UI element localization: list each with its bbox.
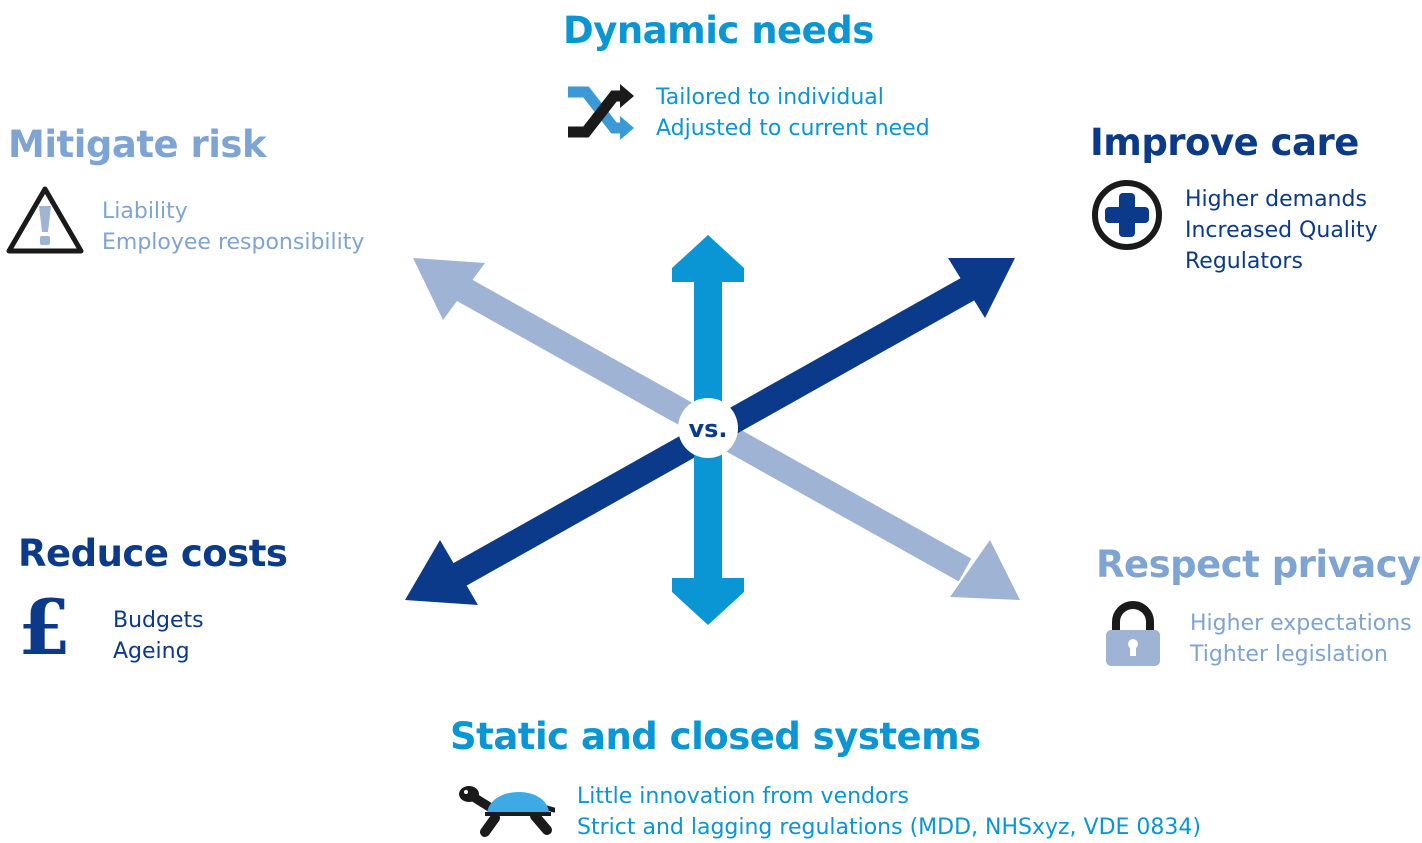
dynamic-needs-lines: Tailored to individual Adjusted to curre… — [656, 82, 930, 144]
dynamic-needs-line-1: Tailored to individual — [656, 85, 884, 110]
respect-privacy-lines: Higher expectations Tighter legislation — [1190, 608, 1412, 670]
improve-care-line-3: Regulators — [1185, 249, 1303, 274]
improve-care-title: Improve care — [1090, 121, 1359, 164]
dynamic-needs-line-2: Adjusted to current need — [656, 116, 930, 141]
turtle-icon — [459, 786, 555, 837]
respect-privacy-title: Respect privacy — [1096, 543, 1421, 586]
pound-sign-icon: £ — [18, 583, 71, 672]
mitigate-risk-line-1: Liability — [102, 199, 188, 224]
center-badge — [678, 398, 738, 458]
static-systems-lines: Little innovation from vendors Strict an… — [577, 781, 1201, 843]
reduce-costs-lines: Budgets Ageing — [113, 605, 204, 667]
static-systems-line-1: Little innovation from vendors — [577, 784, 909, 809]
improve-care-line-1: Higher demands — [1185, 187, 1367, 212]
center-label: vs. — [688, 415, 727, 443]
reduce-costs-line-1: Budgets — [113, 608, 204, 633]
respect-privacy-line-2: Tighter legislation — [1190, 642, 1388, 667]
medical-cross-icon — [1092, 180, 1162, 250]
respect-privacy-line-1: Higher expectations — [1190, 611, 1412, 636]
mitigate-risk-title: Mitigate risk — [8, 123, 267, 166]
mitigate-risk-lines: Liability Employee responsibility — [102, 196, 364, 258]
warning-triangle-icon — [6, 186, 84, 254]
padlock-icon — [1106, 601, 1160, 666]
static-systems-line-2: Strict and lagging regulations (MDD, NHS… — [577, 815, 1202, 840]
dynamic-needs-title: Dynamic needs — [563, 9, 874, 52]
improve-care-line-2: Increased Quality — [1185, 218, 1378, 243]
reduce-costs-title: Reduce costs — [18, 532, 288, 575]
mitigate-risk-line-2: Employee responsibility — [102, 230, 365, 255]
shuffle-arrows-icon — [568, 84, 634, 140]
improve-care-lines: Higher demands Increased Quality Regulat… — [1185, 184, 1378, 277]
static-systems-title: Static and closed systems — [450, 715, 981, 758]
reduce-costs-line-2: Ageing — [113, 639, 190, 664]
